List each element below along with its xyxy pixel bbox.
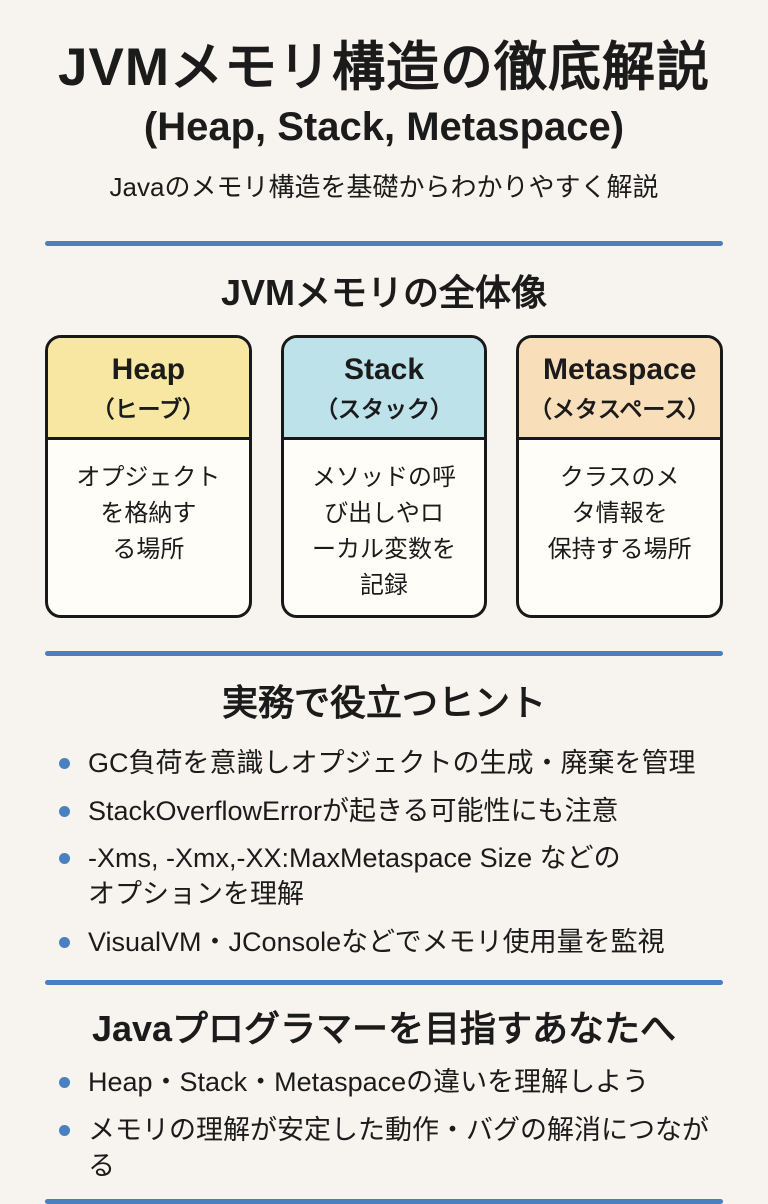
- section-divider: [45, 980, 723, 986]
- heap-card-reading: （ヒーブ）: [91, 396, 206, 423]
- hint-text: GC負荷を意識しオプジェクトの生成・廃棄を管理: [88, 748, 696, 779]
- list-item: GC負荷を意識しオプジェクトの生成・廃棄を管理: [59, 745, 723, 781]
- bullet-dot-icon: [59, 936, 70, 948]
- page-tagline: Javaのメモリ構造を基礎からわかりやすく解説: [109, 171, 659, 202]
- bottom-divider: [45, 1198, 723, 1204]
- list-item: -Xms, -Xmx,-XX:MaxMetaspace Size などの オプシ…: [59, 840, 723, 913]
- cta-section: Javaプログラマーを目指すあなたへ Heap・Stack・Metaspaceの…: [45, 980, 723, 1204]
- metaspace-card-description: クラスのメ タ情報を 保持する場所: [547, 464, 692, 564]
- hint-text: VisualVM・JConsoleなどでメモリ使用量を監視: [88, 926, 665, 957]
- memory-card-heap: Heap （ヒーブ） オプジェクト を格納す る場所: [45, 334, 252, 618]
- heap-card-name: Heap: [111, 352, 186, 386]
- hint-text: -Xms, -Xmx,-XX:MaxMetaspace Size などの オプシ…: [88, 842, 621, 910]
- bullet-dot-icon: [59, 852, 70, 864]
- heap-card-description: オプジェクト を格納す る場所: [76, 464, 221, 564]
- infographic-page: JVMメモリ構造の徹底解説 (Heap, Stack, Metaspace) J…: [45, 38, 724, 1204]
- heap-card-header: Heap （ヒーブ）: [48, 337, 249, 441]
- hints-heading: 実務で役立つヒント: [221, 681, 546, 723]
- page-title: JVMメモリ構造の徹底解説: [58, 38, 710, 97]
- metaspace-card-name: Metaspace: [542, 352, 697, 386]
- list-item: StackOverflowErrorが起きる可能性にも注意: [59, 793, 723, 829]
- section-divider: [45, 650, 723, 656]
- stack-card-description: メソッドの呼 び出しやロ ーカル変数を 記録: [312, 464, 456, 600]
- page-subtitle: (Heap, Stack, Metaspace): [143, 104, 625, 149]
- hints-section: 実務で役立つヒント GC負荷を意識しオプジェクトの生成・廃棄を管理 StackO…: [45, 650, 723, 960]
- cta-list: Heap・Stack・Metaspaceの違いを理解しよう メモリの理解が安定し…: [59, 1064, 723, 1184]
- memory-card-stack: Stack （スタック） メソッドの呼 び出しやロ ーカル変数を 記録: [280, 334, 488, 618]
- cta-heading: Javaプログラマーを目指すあなたへ: [91, 1008, 677, 1050]
- memory-card-metaspace: Metaspace （メタスペース） クラスのメ タ情報を 保持する場所: [516, 334, 724, 618]
- overview-heading: JVMメモリの全体像: [220, 271, 548, 313]
- list-item: VisualVM・JConsoleなどでメモリ使用量を監視: [59, 924, 723, 960]
- list-item: メモリの理解が安定した動作・バグの解消につながる: [59, 1112, 723, 1185]
- list-item: Heap・Stack・Metaspaceの違いを理解しよう: [59, 1064, 723, 1100]
- bullet-dot-icon: [59, 1077, 70, 1089]
- hints-list: GC負荷を意識しオプジェクトの生成・廃棄を管理 StackOverflowErr…: [59, 745, 723, 960]
- cta-text: メモリの理解が安定した動作・バグの解消につながる: [88, 1114, 709, 1182]
- cta-text: Heap・Stack・Metaspaceの違いを理解しよう: [88, 1067, 650, 1098]
- hint-text: StackOverflowErrorが起きる可能性にも注意: [88, 795, 619, 826]
- stack-card-name: Stack: [343, 352, 425, 386]
- stack-card-header: Stack （スタック）: [283, 337, 485, 441]
- metaspace-card-header: Metaspace （メタスペース）: [519, 337, 721, 441]
- stack-card-reading: （スタック）: [315, 396, 453, 423]
- section-divider: [45, 240, 723, 246]
- bullet-dot-icon: [59, 805, 70, 817]
- memory-cards-row: Heap （ヒーブ） オプジェクト を格納す る場所 Stack （スタック） …: [45, 334, 724, 618]
- metaspace-card-reading: （メタスペース）: [529, 396, 711, 423]
- bullet-dot-icon: [59, 1124, 70, 1136]
- bullet-dot-icon: [59, 758, 70, 770]
